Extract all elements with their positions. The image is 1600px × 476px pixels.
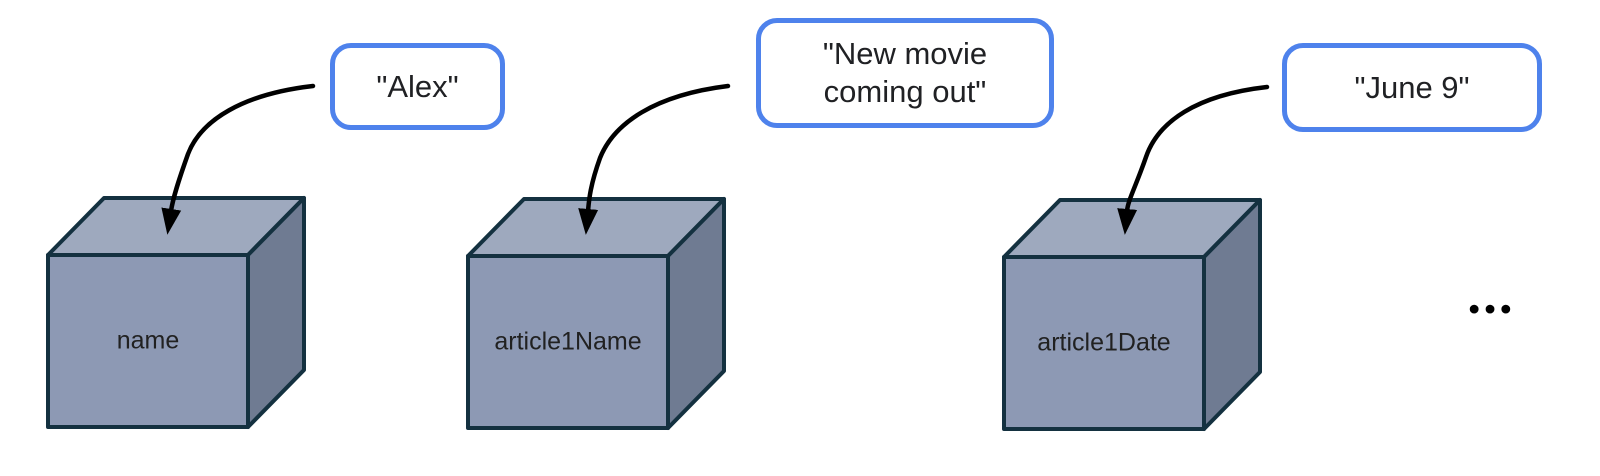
cube-article1name: [466, 197, 726, 430]
value-bubble-name: "Alex": [330, 43, 505, 130]
ellipsis: •••: [1468, 291, 1517, 326]
arrow-movie-to-article1name: [578, 83, 731, 235]
cube-article1date-front-face: [1002, 255, 1206, 431]
value-bubble-name-text: "Alex": [376, 68, 459, 104]
value-bubble-article1name: "New movie coming out": [756, 18, 1054, 128]
cube-label-name: name: [116, 326, 180, 355]
cube-name: [46, 196, 306, 429]
cube-article1name-front-face: [466, 254, 670, 430]
arrow-alex-to-name: [161, 83, 316, 235]
cube-label-article1date: article1Date: [1037, 328, 1171, 357]
value-bubble-article1date-text: "June 9": [1354, 69, 1470, 105]
cube-label-article1name: article1Name: [494, 327, 642, 356]
cube-name-front-face: [46, 253, 250, 429]
value-bubble-article1name-line1: "New movie: [822, 36, 988, 71]
value-bubble-article1date: "June 9": [1282, 43, 1542, 132]
value-bubble-article1name-line2: coming out": [823, 74, 987, 109]
arrow-june-to-article1date: [1117, 84, 1270, 235]
cube-article1date: [1002, 198, 1262, 431]
